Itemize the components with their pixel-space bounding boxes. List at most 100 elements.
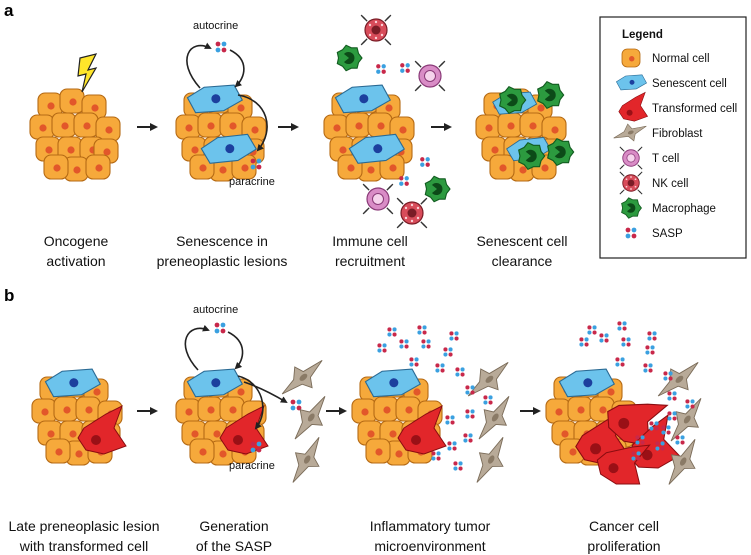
legend-label-senescent-cell: Senescent cell xyxy=(652,78,727,90)
normal-cell xyxy=(379,154,405,180)
caption-a4-line2: clearance xyxy=(492,253,553,269)
panel-b-letter: b xyxy=(4,286,14,305)
sasp-particles xyxy=(399,339,409,349)
senescent-cell xyxy=(44,368,102,398)
sasp-particles xyxy=(483,395,493,405)
sasp-particles xyxy=(420,157,430,167)
normal-cell xyxy=(53,396,79,422)
autocrine-label-a: autocrine xyxy=(193,20,238,32)
panel-a-letter: a xyxy=(4,1,14,20)
legend-label-normal-cell: Normal cell xyxy=(652,53,710,65)
caption-b1-line1: Late preneoplasic lesion xyxy=(9,518,160,534)
caption-b4-line1: Cancer cell xyxy=(589,518,659,534)
caption-b4-line2: proliferation xyxy=(587,538,660,554)
fibroblast xyxy=(281,360,323,395)
normal-cell xyxy=(29,114,55,140)
sasp-particles xyxy=(443,347,453,357)
normal-cell xyxy=(81,94,107,120)
caption-a1-line1: Oncogene xyxy=(44,233,109,249)
normal-cell xyxy=(189,438,215,464)
transformed-cell xyxy=(607,403,669,447)
macrophage xyxy=(537,80,565,110)
macrophage xyxy=(547,137,575,167)
caption-a3-line2: recruitment xyxy=(335,253,405,269)
sasp-particles xyxy=(377,343,387,353)
normal-cell xyxy=(219,396,245,422)
sasp-particles xyxy=(625,227,637,239)
normal-cell xyxy=(31,398,57,424)
t-cell xyxy=(619,146,643,170)
senescent-cell xyxy=(186,84,244,114)
sasp-particles xyxy=(643,363,653,373)
normal-cell xyxy=(75,396,101,422)
fibroblast xyxy=(294,396,326,440)
sasp-particles xyxy=(421,339,431,349)
fibroblast xyxy=(670,398,702,442)
macrophage xyxy=(424,175,451,203)
sasp-particles xyxy=(250,441,262,453)
sasp-particles xyxy=(445,415,455,425)
senescent-cell xyxy=(334,84,392,114)
transformed-cell xyxy=(219,404,269,455)
normal-cell xyxy=(95,116,121,142)
stage-a1 xyxy=(29,53,121,182)
sasp-particles xyxy=(465,385,475,395)
macrophage xyxy=(518,141,546,171)
normal-cell xyxy=(73,112,99,138)
captions-b: Late preneoplasic lesion with transforme… xyxy=(9,518,661,554)
normal-cell xyxy=(323,114,349,140)
sasp-particles xyxy=(621,337,631,347)
fibroblast xyxy=(613,123,647,142)
normal-cell xyxy=(197,112,223,138)
normal-cell xyxy=(395,396,421,422)
senescent-cell xyxy=(558,368,616,398)
sasp-particles xyxy=(655,441,665,451)
normal-cell xyxy=(621,48,641,68)
legend-label-transformed-cell: Transformed cell xyxy=(652,103,737,115)
sasp-particles xyxy=(579,337,589,347)
t-cell xyxy=(362,183,394,215)
sasp-particles xyxy=(376,64,386,74)
caption-a2-line1: Senescence in xyxy=(176,233,268,249)
normal-cell xyxy=(519,112,545,138)
legend-label-sasp: SASP xyxy=(652,228,683,240)
sasp-particles xyxy=(599,333,609,343)
captions-a: Oncogene activation Senescence in preneo… xyxy=(44,233,568,269)
sasp-particles xyxy=(431,451,441,461)
sasp-particles xyxy=(649,421,659,431)
sasp-particles xyxy=(645,345,655,355)
oncogene-bolt-icon xyxy=(77,53,98,93)
sasp-particles xyxy=(631,451,641,461)
sasp-particles xyxy=(215,41,227,53)
signaling-arrows-a xyxy=(186,42,268,152)
caption-b2-line2: of the SASP xyxy=(196,538,272,554)
sasp-particles xyxy=(409,357,419,367)
sasp-particles xyxy=(387,327,397,337)
sasp-particles xyxy=(647,331,657,341)
normal-cell xyxy=(373,396,399,422)
panel-b xyxy=(31,321,702,485)
caption-a2-line2: preneoplastic lesions xyxy=(157,253,288,269)
normal-cell xyxy=(43,154,69,180)
stage-a3 xyxy=(323,14,451,229)
sasp-particles xyxy=(455,367,465,377)
stage-b1 xyxy=(31,368,127,466)
normal-cell xyxy=(497,112,523,138)
caption-a3-line1: Immune cell xyxy=(332,233,407,249)
legend-label-t-cell: T cell xyxy=(652,153,679,165)
sasp-particles xyxy=(435,363,445,373)
fibroblast xyxy=(476,436,504,483)
sasp-particles xyxy=(675,435,685,445)
stage-a4 xyxy=(475,80,575,182)
legend: Legend Normal cell Senescent cell Transf… xyxy=(599,16,747,259)
legend-label-nk-cell: NK cell xyxy=(652,178,688,190)
sasp-particles xyxy=(290,399,302,411)
senescent-cell xyxy=(200,133,258,164)
normal-cell xyxy=(365,438,391,464)
sasp-particles xyxy=(587,325,597,335)
senescent-cell xyxy=(364,368,422,398)
transformed-cell xyxy=(77,404,127,455)
sasp-particles xyxy=(400,63,410,73)
sasp-particles xyxy=(417,325,427,335)
paracrine-label-a: paracrine xyxy=(229,176,275,188)
